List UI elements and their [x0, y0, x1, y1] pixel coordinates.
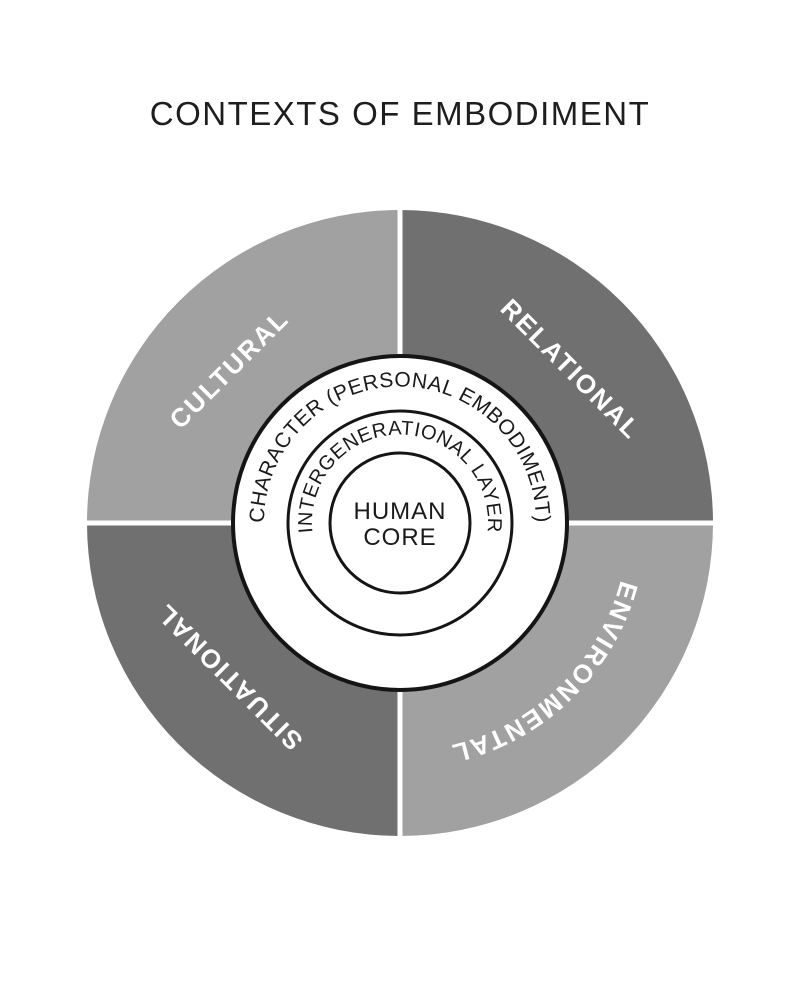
- core-label-line2: CORE: [363, 524, 436, 551]
- core-label-line1: HUMAN: [354, 498, 447, 525]
- inner-rings: [231, 354, 569, 692]
- core-label: HUMAN CORE: [354, 498, 447, 551]
- core-circle: [328, 451, 472, 595]
- page-title: CONTEXTS OF EMBODIMENT: [150, 95, 651, 132]
